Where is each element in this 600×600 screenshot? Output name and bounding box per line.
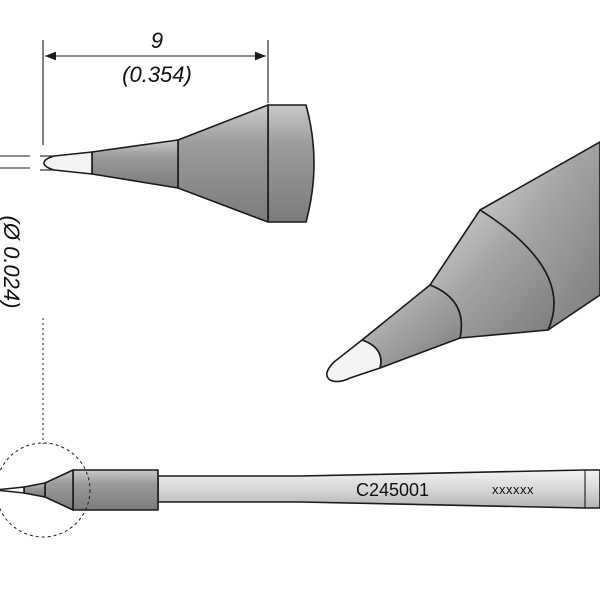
tip-isometric-view bbox=[326, 141, 600, 383]
tip-full-side-view: C245001 xxxxxx bbox=[0, 442, 600, 538]
full-point bbox=[0, 486, 25, 494]
tip-detail-view bbox=[40, 104, 315, 223]
length-inch-label: (0.354) bbox=[122, 62, 192, 87]
part-number-label: C245001 bbox=[356, 480, 429, 500]
tip-detail-point bbox=[43, 151, 93, 175]
iso-white-tip bbox=[326, 339, 382, 383]
tip-detail-cone bbox=[177, 104, 269, 223]
full-shaft bbox=[157, 469, 600, 509]
length-mm-label: 9 bbox=[151, 28, 163, 53]
tip-detail-collar bbox=[267, 104, 315, 223]
diameter-dimension: (Ø 0.024) bbox=[0, 155, 30, 309]
tip-detail-needle bbox=[91, 139, 179, 189]
full-needle bbox=[23, 482, 46, 498]
lot-code-label: xxxxxx bbox=[492, 482, 534, 497]
detail-circle bbox=[0, 442, 91, 538]
full-cone bbox=[44, 469, 74, 511]
diameter-inch-label: (Ø 0.024) bbox=[0, 216, 24, 309]
length-dimension: 9 (0.354) bbox=[42, 28, 269, 145]
full-collar bbox=[72, 469, 159, 511]
